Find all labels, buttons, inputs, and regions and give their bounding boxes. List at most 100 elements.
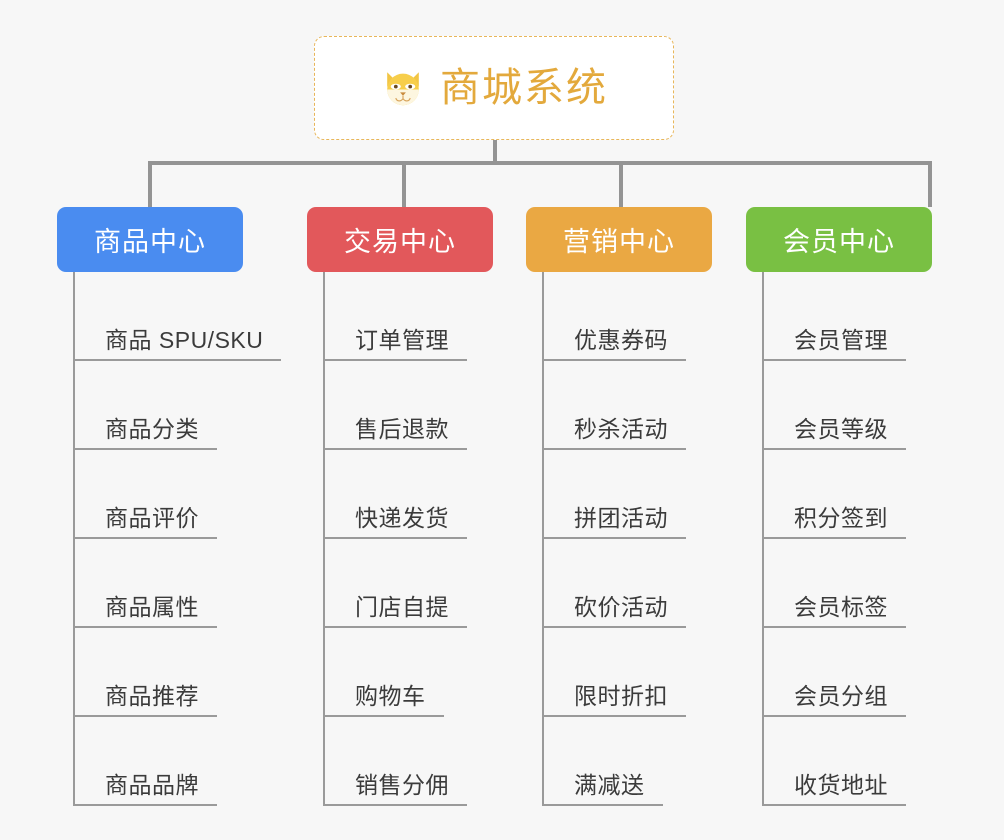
list-item[interactable]: 秒杀活动 bbox=[542, 361, 712, 450]
connector-drop-1 bbox=[148, 161, 152, 207]
list-item-label: 商品 SPU/SKU bbox=[105, 327, 264, 353]
list-item[interactable]: 会员管理 bbox=[762, 272, 932, 361]
list-item-label: 售后退款 bbox=[355, 416, 449, 442]
list-item-label: 优惠券码 bbox=[574, 327, 668, 353]
branch-header-1[interactable]: 商品中心 bbox=[57, 207, 243, 272]
list-item[interactable]: 商品品牌 bbox=[73, 717, 243, 806]
list-item[interactable]: 商品推荐 bbox=[73, 628, 243, 717]
branch-column-3: 营销中心 优惠券码 秒杀活动 拼团活动 砍价活动 限时折扣 bbox=[526, 207, 712, 806]
branch-column-2: 交易中心 订单管理 售后退款 快递发货 门店自提 购物车 bbox=[307, 207, 493, 806]
list-item-label: 商品评价 bbox=[105, 505, 199, 531]
list-item[interactable]: 商品评价 bbox=[73, 450, 243, 539]
list-item-underline bbox=[73, 715, 217, 717]
list-item[interactable]: 会员等级 bbox=[762, 361, 932, 450]
list-item-label: 限时折扣 bbox=[574, 683, 668, 709]
list-item[interactable]: 商品分类 bbox=[73, 361, 243, 450]
connector-drop-2 bbox=[402, 161, 406, 207]
list-item-underline bbox=[542, 715, 686, 717]
list-item-underline bbox=[542, 359, 686, 361]
list-item-label: 会员等级 bbox=[794, 416, 888, 442]
list-item-label: 秒杀活动 bbox=[574, 416, 668, 442]
branch-spine-1 bbox=[73, 272, 75, 806]
list-item-underline bbox=[542, 537, 686, 539]
list-item-underline bbox=[542, 626, 686, 628]
list-item-underline bbox=[73, 626, 217, 628]
branch-header-3[interactable]: 营销中心 bbox=[526, 207, 712, 272]
branch-header-2[interactable]: 交易中心 bbox=[307, 207, 493, 272]
list-item[interactable]: 商品 SPU/SKU bbox=[73, 272, 281, 361]
list-item-underline bbox=[762, 715, 906, 717]
list-item[interactable]: 销售分佣 bbox=[323, 717, 493, 806]
list-item[interactable]: 优惠券码 bbox=[542, 272, 712, 361]
list-item-label: 会员分组 bbox=[794, 683, 888, 709]
list-item-label: 会员管理 bbox=[794, 327, 888, 353]
branch-items-3: 优惠券码 秒杀活动 拼团活动 砍价活动 限时折扣 满减送 bbox=[542, 272, 712, 806]
list-item[interactable]: 售后退款 bbox=[323, 361, 493, 450]
list-item-label: 商品推荐 bbox=[105, 683, 199, 709]
branch-items-2: 订单管理 售后退款 快递发货 门店自提 购物车 销售分佣 bbox=[323, 272, 493, 806]
list-item-label: 销售分佣 bbox=[355, 772, 449, 798]
list-item-underline bbox=[73, 804, 217, 806]
list-item-label: 砍价活动 bbox=[574, 594, 668, 620]
branch-header-label-1: 商品中心 bbox=[94, 227, 206, 257]
list-item[interactable]: 砍价活动 bbox=[542, 539, 712, 628]
branch-column-1: 商品中心 商品 SPU/SKU 商品分类 商品评价 商品属性 商品推荐 bbox=[57, 207, 281, 806]
list-item[interactable]: 限时折扣 bbox=[542, 628, 712, 717]
list-item[interactable]: 商品属性 bbox=[73, 539, 243, 628]
list-item-underline bbox=[542, 804, 663, 806]
list-item-label: 订单管理 bbox=[355, 327, 449, 353]
list-item-underline bbox=[762, 448, 906, 450]
list-item-underline bbox=[73, 448, 217, 450]
list-item-label: 商品品牌 bbox=[105, 772, 199, 798]
list-item[interactable]: 拼团活动 bbox=[542, 450, 712, 539]
list-item-underline bbox=[762, 359, 906, 361]
list-item[interactable]: 积分签到 bbox=[762, 450, 932, 539]
list-item-label: 收货地址 bbox=[794, 772, 888, 798]
list-item-underline bbox=[762, 537, 906, 539]
list-item-underline bbox=[542, 448, 686, 450]
list-item[interactable]: 快递发货 bbox=[323, 450, 493, 539]
root-title: 商城系统 bbox=[440, 66, 608, 110]
list-item[interactable]: 会员分组 bbox=[762, 628, 932, 717]
connector-root-stem bbox=[493, 140, 497, 164]
list-item[interactable]: 满减送 bbox=[542, 717, 712, 806]
shiba-dog-face-icon bbox=[380, 65, 426, 111]
list-item-underline bbox=[762, 626, 906, 628]
list-item-underline bbox=[323, 448, 467, 450]
list-item-label: 商品属性 bbox=[105, 594, 199, 620]
branch-spine-4 bbox=[762, 272, 764, 806]
list-item[interactable]: 订单管理 bbox=[323, 272, 493, 361]
list-item-underline bbox=[323, 626, 467, 628]
connector-horizontal-bus bbox=[150, 161, 932, 165]
connector-drop-3 bbox=[619, 161, 623, 207]
branch-column-4: 会员中心 会员管理 会员等级 积分签到 会员标签 会员分组 bbox=[746, 207, 932, 806]
list-item-label: 门店自提 bbox=[355, 594, 449, 620]
list-item[interactable]: 收货地址 bbox=[762, 717, 932, 806]
list-item-label: 积分签到 bbox=[794, 505, 888, 531]
branch-header-label-4: 会员中心 bbox=[783, 227, 895, 257]
list-item-underline bbox=[323, 359, 467, 361]
list-item-underline bbox=[323, 804, 467, 806]
list-item-label: 满减送 bbox=[574, 772, 645, 798]
list-item[interactable]: 会员标签 bbox=[762, 539, 932, 628]
list-item-underline bbox=[73, 537, 217, 539]
list-item-label: 会员标签 bbox=[794, 594, 888, 620]
branch-spine-3 bbox=[542, 272, 544, 806]
branch-items-1: 商品 SPU/SKU 商品分类 商品评价 商品属性 商品推荐 商品品牌 bbox=[73, 272, 281, 806]
list-item-label: 快递发货 bbox=[355, 505, 449, 531]
branch-header-label-3: 营销中心 bbox=[563, 227, 675, 257]
connector-drop-4 bbox=[928, 161, 932, 207]
branch-header-4[interactable]: 会员中心 bbox=[746, 207, 932, 272]
list-item-underline bbox=[323, 715, 444, 717]
list-item-label: 拼团活动 bbox=[574, 505, 668, 531]
list-item[interactable]: 门店自提 bbox=[323, 539, 493, 628]
branch-spine-2 bbox=[323, 272, 325, 806]
list-item[interactable]: 购物车 bbox=[323, 628, 493, 717]
root-node[interactable]: 商城系统 bbox=[314, 36, 674, 140]
list-item-label: 商品分类 bbox=[105, 416, 199, 442]
list-item-underline bbox=[323, 537, 467, 539]
list-item-underline bbox=[762, 804, 906, 806]
list-item-label: 购物车 bbox=[355, 683, 426, 709]
branch-header-label-2: 交易中心 bbox=[344, 227, 456, 257]
